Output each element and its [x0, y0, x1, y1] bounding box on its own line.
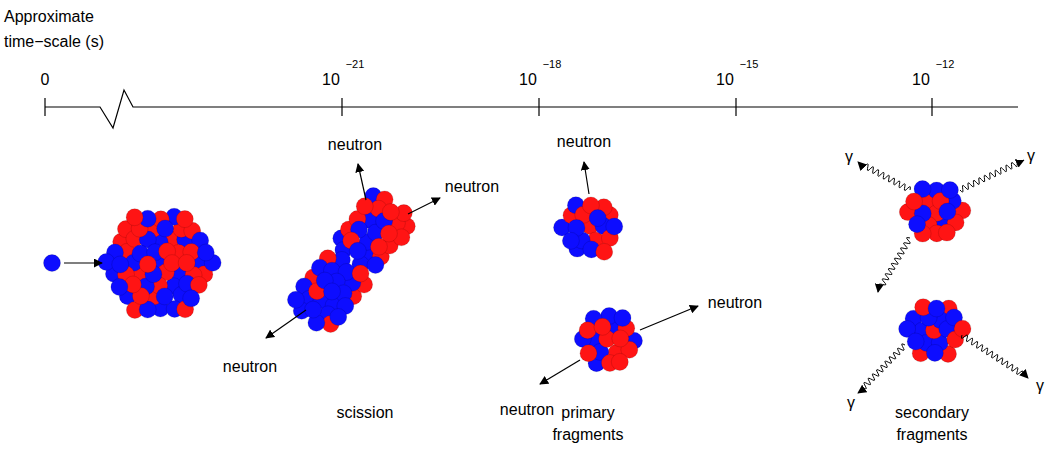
gamma-ray: [878, 238, 910, 292]
annotation-label: neutron: [445, 176, 499, 198]
tick-exponent: −18: [543, 53, 562, 75]
nucleon: [938, 224, 955, 241]
annotation-label: γ: [1027, 145, 1035, 167]
time-axis: [45, 90, 1018, 128]
nucleon: [596, 243, 613, 260]
nucleon: [305, 301, 322, 318]
nucleon: [954, 320, 971, 337]
neutron-arrow: [64, 262, 102, 263]
nucleon: [352, 265, 369, 282]
tick-exponent: −15: [740, 53, 759, 75]
nucleon: [197, 244, 214, 261]
nucleon: [594, 318, 611, 335]
nucleon: [382, 204, 399, 221]
gamma-ray: [858, 344, 905, 393]
annotation-label: neutron: [557, 131, 611, 153]
nucleon: [367, 257, 384, 274]
neutron-arrow: [584, 162, 589, 194]
nucleon: [926, 344, 943, 361]
nucleon: [380, 225, 397, 242]
nucleon: [580, 345, 597, 362]
nucleon: [176, 211, 193, 228]
nucleon: [157, 220, 174, 237]
annotation-label: γ: [1036, 375, 1044, 397]
tick-exponent: −12: [936, 53, 955, 75]
nucleon: [909, 216, 926, 233]
nucleon: [349, 242, 366, 259]
nucleon: [612, 330, 629, 347]
nucleon: [606, 218, 623, 235]
neutron-arrow: [266, 310, 306, 338]
annotation-label: neutron: [500, 399, 554, 421]
nucleon: [112, 256, 129, 273]
nucleon: [941, 182, 958, 199]
annotation-label: γ: [845, 146, 853, 168]
nuclei: [44, 181, 972, 372]
nucleon: [330, 308, 347, 325]
tick-label: 10: [519, 69, 537, 91]
annotation-label: primary fragments: [543, 402, 633, 446]
tick-label: 10: [322, 69, 340, 91]
neutron-arrow: [408, 198, 440, 214]
annotation-label: neutron: [708, 292, 762, 314]
neutron-arrow: [540, 360, 580, 384]
nucleon: [906, 193, 923, 210]
nucleon: [611, 353, 628, 370]
tick-exponent: −21: [346, 53, 365, 75]
nucleon: [356, 198, 373, 215]
gamma-ray: [858, 162, 910, 191]
annotation-label: neutron: [328, 134, 382, 156]
nucleon: [178, 254, 195, 271]
nucleon: [907, 333, 924, 350]
nucleon: [579, 322, 596, 339]
tick-label: 10: [912, 69, 930, 91]
annotation-label: γ: [847, 392, 855, 414]
nucleon: [562, 232, 579, 249]
nucleon: [111, 279, 128, 296]
nucleon: [287, 291, 304, 308]
annotation-label: secondary fragments: [882, 402, 982, 446]
nucleon: [614, 309, 631, 326]
nucleon: [156, 288, 173, 305]
annotation-label: scission: [337, 402, 394, 424]
annotation-label: neutron: [223, 356, 277, 378]
axis-title: Approximate time−scale (s): [4, 4, 144, 54]
nucleon: [139, 256, 156, 273]
nucleon: [44, 255, 61, 272]
nucleon: [589, 210, 606, 227]
nucleon: [183, 290, 200, 307]
nucleon: [939, 203, 956, 220]
gamma-ray: [960, 160, 1024, 192]
nucleon: [126, 209, 143, 226]
tick-label: 0: [41, 69, 50, 91]
neutron-arrow: [358, 164, 366, 200]
emission-arrows: [64, 160, 1028, 393]
nucleon: [928, 300, 945, 317]
nucleon: [323, 283, 340, 300]
gamma-ray: [961, 335, 1028, 378]
neutron-arrow: [640, 306, 698, 330]
tick-label: 10: [716, 69, 734, 91]
